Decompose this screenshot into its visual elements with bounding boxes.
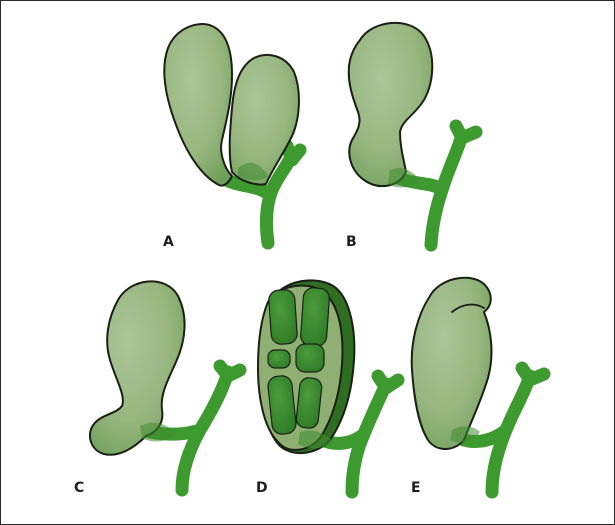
- panel-e-label: E: [411, 480, 421, 496]
- panel-a-label: A: [163, 234, 174, 250]
- panel-c-label: C: [74, 480, 84, 496]
- panel-b-label: B: [346, 234, 357, 250]
- panel-b-sac: [349, 23, 433, 186]
- panel-d-label: D: [256, 480, 268, 496]
- panel-c: C: [74, 281, 240, 496]
- panel-d: D: [256, 280, 398, 496]
- panel-b: B: [346, 23, 476, 250]
- panel-e-sac: [412, 278, 492, 449]
- panel-a: A: [163, 24, 300, 250]
- panel-a-sac-left: [164, 24, 232, 186]
- panel-e: E: [411, 278, 544, 496]
